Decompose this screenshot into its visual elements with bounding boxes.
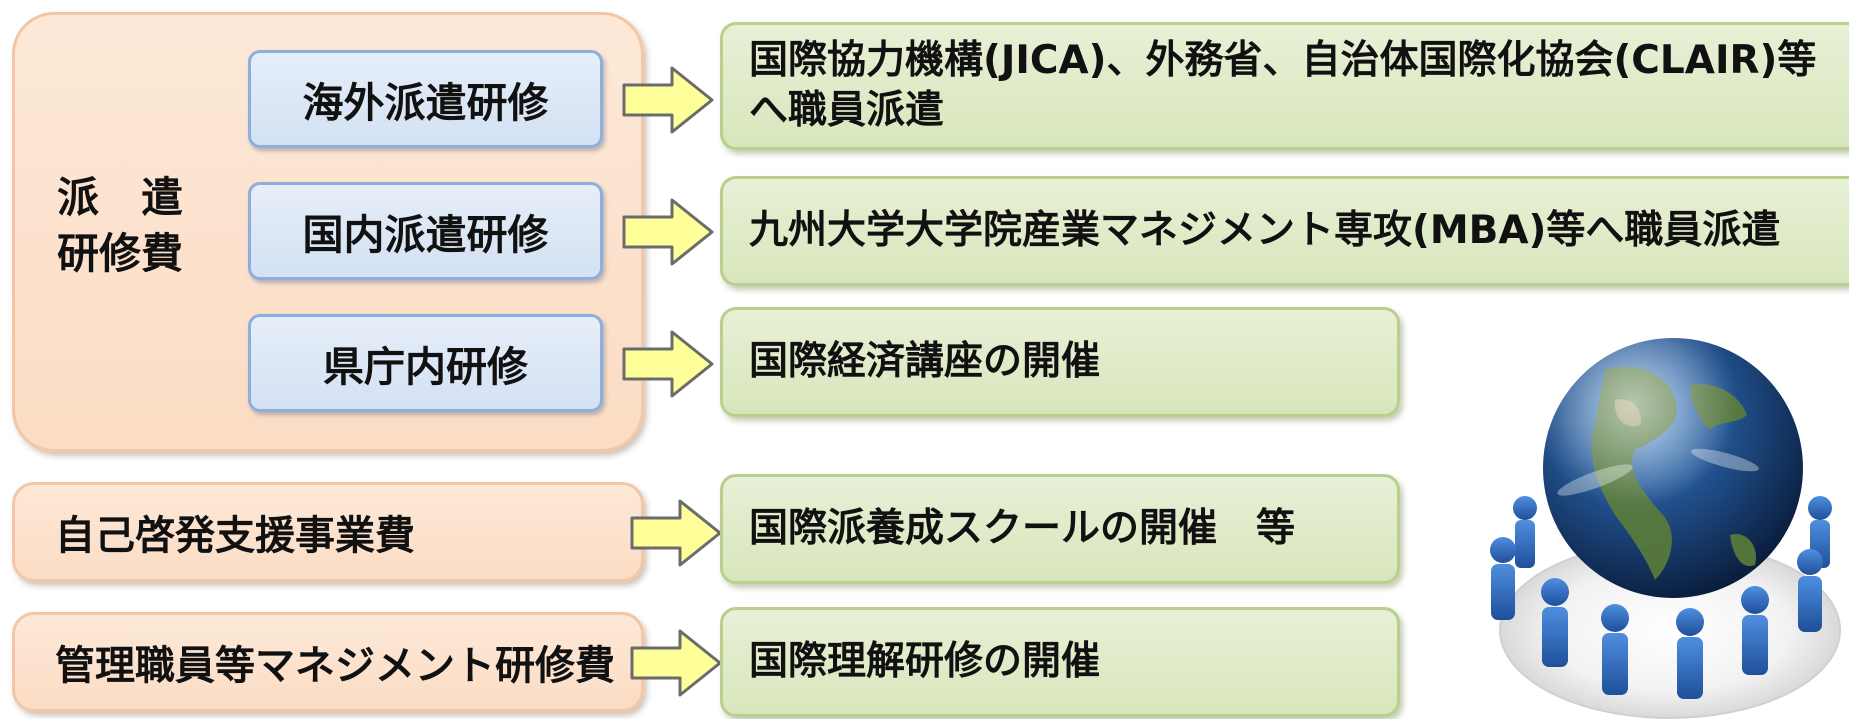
in-house-training-box: 県庁内研修 [248,314,603,412]
globe-with-people-icon [1485,330,1849,719]
in-house-training-description: 国際経済講座の開催 [720,307,1400,417]
domestic-dispatch-description: 九州大学大学院産業マネジメント専攻(MBA)等へ職員派遣 [720,176,1849,286]
management-training-box: 管理職員等マネジメント研修費 [12,612,644,712]
self-development-description: 国際派養成スクールの開催 等 [720,474,1400,584]
dispatch-training-label: 派 遣 研修費 [56,173,183,278]
self-development-box: 自己啓発支援事業費 [12,482,644,582]
arrow-right-icon [622,198,714,266]
management-training-description: 国際理解研修の開催 [720,607,1400,717]
arrow-right-icon [622,330,714,398]
overseas-dispatch-description: 国際協力機構(JICA)、外務省、自治体国際化協会(CLAIR)等へ職員派遣 [720,22,1849,150]
overseas-dispatch-box: 海外派遣研修 [248,50,603,148]
arrow-right-icon [630,499,722,567]
arrow-right-icon [630,629,722,697]
domestic-dispatch-box: 国内派遣研修 [248,182,603,280]
arrow-right-icon [622,66,714,134]
